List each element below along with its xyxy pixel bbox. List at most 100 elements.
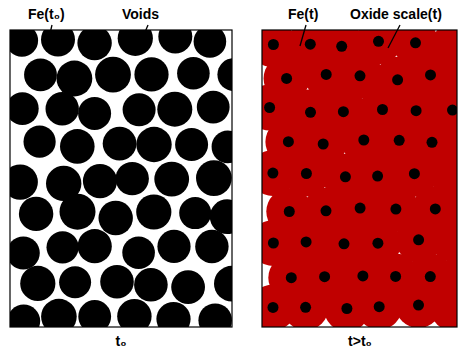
particle [355, 203, 366, 214]
particle [339, 238, 350, 249]
particle [100, 265, 134, 299]
particle [134, 268, 168, 302]
particle [117, 299, 151, 327]
particle [425, 271, 436, 282]
particle [134, 57, 168, 91]
particle [340, 171, 351, 182]
particle [78, 229, 112, 263]
particle [217, 58, 232, 91]
particle [95, 57, 131, 93]
particle [179, 197, 211, 229]
particle [300, 302, 311, 313]
particle [372, 171, 383, 182]
particle [78, 97, 111, 130]
particle [430, 203, 441, 214]
particle [409, 168, 420, 179]
particle [392, 74, 403, 85]
panel-border [262, 30, 457, 327]
particle-label: Fe(t₀) [28, 6, 65, 22]
particle [47, 231, 79, 263]
particle [413, 300, 424, 311]
particle [425, 69, 436, 80]
particle [212, 131, 232, 164]
particle [390, 204, 401, 215]
time-label: t>t₀ [348, 333, 372, 349]
particle [427, 137, 438, 148]
particle [10, 305, 40, 327]
particle [24, 59, 57, 92]
iron-cores [264, 36, 457, 314]
particle [154, 162, 189, 197]
panel-ground [262, 30, 457, 327]
particle [10, 92, 39, 125]
particle [305, 107, 316, 118]
particle [356, 284, 402, 327]
particle [10, 164, 38, 199]
particle [41, 30, 75, 57]
particle [301, 168, 312, 179]
particle [195, 230, 228, 263]
particle [78, 300, 111, 327]
particle [57, 61, 93, 97]
particle [171, 270, 205, 304]
particle [355, 70, 366, 81]
particle [301, 236, 312, 247]
particle [321, 69, 332, 80]
particle [374, 301, 385, 312]
particle [394, 135, 405, 146]
leader-line [300, 25, 306, 46]
particle [283, 284, 329, 327]
particle [136, 194, 171, 229]
particle [373, 36, 384, 47]
particle [214, 266, 232, 302]
particle [410, 37, 421, 48]
particle [268, 302, 279, 313]
leader-line [140, 25, 148, 44]
particle [268, 39, 279, 50]
particle [23, 126, 55, 158]
particle [336, 41, 347, 52]
particle [318, 139, 329, 150]
void-label: Voids [122, 6, 159, 22]
particle [59, 266, 91, 298]
particle [157, 92, 192, 127]
particle [197, 91, 230, 124]
particle [198, 303, 232, 327]
particle [196, 160, 232, 196]
particle [411, 105, 422, 116]
particle [283, 136, 294, 147]
particle [77, 30, 111, 60]
particle [46, 92, 79, 125]
leader-lines [46, 25, 400, 50]
leader-line [388, 25, 400, 48]
oxide-scale [262, 30, 457, 327]
particle [10, 237, 40, 270]
particle [267, 168, 278, 179]
particle [122, 236, 155, 269]
particle [103, 127, 137, 161]
particle [116, 162, 149, 195]
iron-particles [10, 30, 232, 327]
particle [118, 30, 153, 56]
panel-border [10, 30, 232, 327]
particle [413, 234, 424, 245]
particle [99, 201, 133, 235]
particle [281, 73, 292, 84]
particle [357, 270, 368, 281]
particle [338, 106, 349, 117]
particle-label: Fe(t) [288, 6, 318, 22]
particle [177, 57, 210, 90]
particle [175, 128, 208, 161]
particle [377, 104, 388, 115]
particle [158, 30, 192, 54]
particle [136, 127, 171, 162]
particle [390, 271, 401, 282]
particle [19, 197, 53, 231]
particle [264, 102, 275, 113]
particle [284, 206, 295, 217]
leader-line [46, 25, 52, 50]
particle [83, 164, 117, 198]
particle [210, 199, 232, 234]
particle [156, 302, 190, 327]
